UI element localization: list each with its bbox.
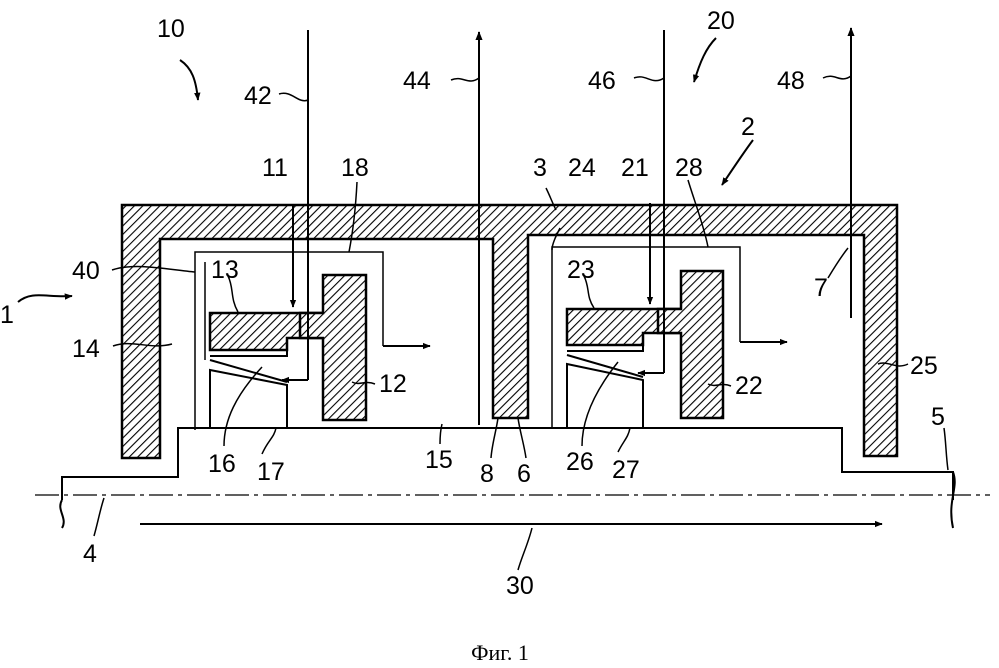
leader-30 <box>517 527 533 571</box>
label-14: 14 <box>72 335 100 363</box>
leader-42 <box>278 92 309 102</box>
label-24: 24 <box>568 154 596 182</box>
label-48: 48 <box>777 67 805 95</box>
label-17: 17 <box>257 458 285 486</box>
leader-24 <box>551 227 561 251</box>
arrow-1 <box>17 293 73 303</box>
vane-12 <box>298 273 368 422</box>
leader-26 <box>581 361 619 447</box>
chamber-2-outline <box>551 246 741 428</box>
leader-7 <box>827 247 849 279</box>
label-42: 42 <box>244 82 272 110</box>
label-11: 11 <box>262 154 288 182</box>
leader-27 <box>617 427 631 453</box>
label-3: 3 <box>533 154 547 182</box>
label-6: 6 <box>517 460 531 488</box>
seal-body-16 <box>210 345 288 357</box>
label-20: 20 <box>707 7 735 35</box>
label-16: 16 <box>208 450 236 478</box>
label-1: 1 <box>0 301 14 329</box>
label-7: 7 <box>814 274 828 302</box>
leader-16 <box>223 366 263 447</box>
label-23: 23 <box>567 256 595 284</box>
leader-40 <box>111 265 196 273</box>
leader-48 <box>822 75 852 80</box>
label-25: 25 <box>910 352 938 380</box>
label-15: 15 <box>425 446 453 474</box>
vane-22 <box>656 269 725 420</box>
rotor-shaft <box>61 427 954 500</box>
label-4: 4 <box>83 540 97 568</box>
seal-body-26 <box>567 340 644 352</box>
leader-25 <box>877 362 909 367</box>
leader-23 <box>583 275 595 309</box>
seal-support-17 <box>209 368 288 428</box>
leader-18 <box>348 181 358 253</box>
leader-6 <box>517 417 527 459</box>
leader-15 <box>439 423 443 445</box>
label-21: 21 <box>621 154 649 182</box>
label-8: 8 <box>480 460 494 488</box>
leader-8 <box>490 417 499 459</box>
label-46: 46 <box>588 67 616 95</box>
leader-44 <box>450 77 480 82</box>
leader-13 <box>227 275 239 313</box>
seal-support-27 <box>566 362 644 428</box>
chamber-1-outline <box>194 251 384 430</box>
label-5: 5 <box>931 403 945 431</box>
label-40: 40 <box>72 257 100 285</box>
seal-strip-26 <box>566 354 644 378</box>
arrow-2 <box>721 139 754 186</box>
leader-3 <box>545 187 557 211</box>
label-2: 2 <box>741 113 755 141</box>
leader-12 <box>351 381 376 385</box>
label-18: 18 <box>341 154 369 182</box>
leader-46 <box>633 76 665 82</box>
label-44: 44 <box>403 67 431 95</box>
label-28: 28 <box>675 154 703 182</box>
label-13: 13 <box>211 256 239 284</box>
arrow-20 <box>693 37 717 83</box>
label-30: 30 <box>506 572 534 600</box>
seal-strip-16 <box>209 359 288 383</box>
label-22: 22 <box>735 372 763 400</box>
leader-14 <box>112 342 173 347</box>
label-26: 26 <box>566 448 594 476</box>
leader-4 <box>93 497 105 537</box>
housing <box>120 203 899 460</box>
leader-17 <box>261 427 277 455</box>
leader-5 <box>943 427 949 471</box>
label-12: 12 <box>379 370 407 398</box>
leader-28 <box>687 179 709 248</box>
arrow-10 <box>179 59 201 101</box>
label-10: 10 <box>157 15 185 43</box>
figure-caption: Фиг. 1 <box>471 640 529 665</box>
shaft-break-left <box>59 499 65 529</box>
label-27: 27 <box>612 456 640 484</box>
leader-22 <box>707 383 732 387</box>
